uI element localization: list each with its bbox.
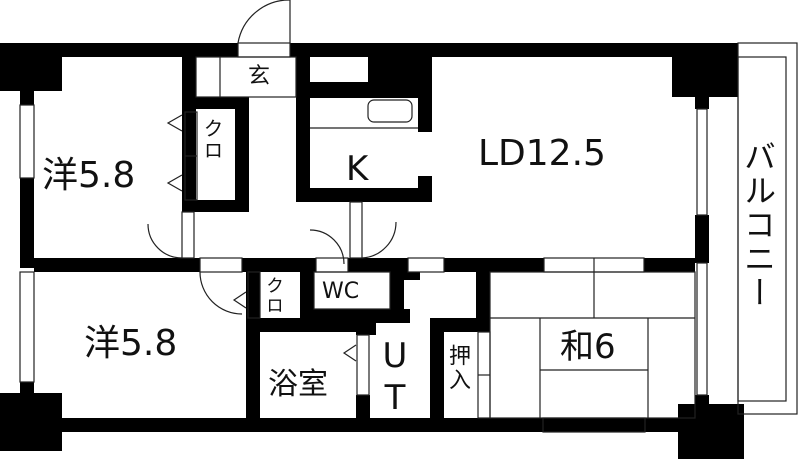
room-label-living-dining: LD12.5 (478, 133, 606, 174)
room-label-closet-2: クロ (263, 276, 284, 316)
room-label-bathroom: 浴室 (268, 367, 328, 402)
room-label-closet-1: クロ (200, 118, 224, 162)
room-label-entrance: 玄 (248, 64, 271, 89)
room-label-western-2: 洋5.8 (84, 323, 178, 364)
room-label-oshiire: 押入 (445, 344, 470, 392)
room-label-kitchen: K (346, 149, 369, 189)
room-label-japanese: 和6 (560, 327, 616, 367)
room-label-western-1: 洋5.8 (42, 155, 136, 196)
room-label-balcony: バルコニー (739, 140, 777, 310)
room-label-toilet: WC (322, 279, 360, 304)
walls (0, 43, 744, 459)
detail-lines (19, 0, 798, 433)
room-label-utility: UT (375, 336, 415, 420)
